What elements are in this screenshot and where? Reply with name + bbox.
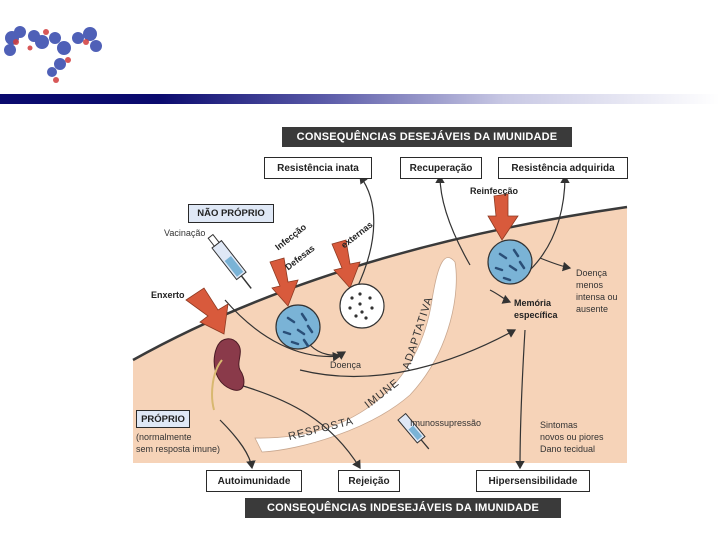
label-milder-1: Doença xyxy=(576,268,608,278)
kidney-graft xyxy=(211,338,245,411)
arrow-innate xyxy=(355,175,375,291)
label-symptoms-1: Sintomas xyxy=(540,420,578,430)
header-bar xyxy=(0,94,720,104)
label-memory-1: Memória xyxy=(514,298,552,308)
label-vaccination: Vacinação xyxy=(164,228,206,238)
banner-desired: CONSEQUÊNCIAS DESEJÁVEIS DA IMUNIDADE xyxy=(282,127,572,147)
microbe-cell-blue-2 xyxy=(487,239,533,285)
arrow-hyper xyxy=(515,329,526,470)
adaptive-response-band xyxy=(254,257,457,453)
box-innate-resistance: Resistência inata xyxy=(264,157,372,179)
label-milder-2: menos xyxy=(576,280,604,290)
arrow-memory-loop xyxy=(299,329,517,378)
red-arrow-defenses xyxy=(331,239,361,289)
red-arrow-reinfection xyxy=(487,193,519,241)
label-memory-2: específica xyxy=(514,310,558,320)
syringe-immunosuppression xyxy=(397,412,430,450)
label-graft: Enxerto xyxy=(151,290,185,300)
arrow-graft-kidney xyxy=(239,384,361,470)
label-symptoms-3: Dano tecidual xyxy=(540,444,596,454)
label-symptoms-2: novos ou piores xyxy=(540,432,604,442)
arrow-to-disease xyxy=(309,344,347,360)
label-self-note-1: (normalmente xyxy=(136,432,192,442)
red-arrow-graft xyxy=(185,287,229,335)
box-hypersensitivity: Hipersensibilidade xyxy=(476,470,590,492)
syringe-vaccine xyxy=(207,233,252,289)
red-arrow-infection xyxy=(269,257,299,307)
label-immunosuppression: Imunossupressão xyxy=(410,418,482,428)
label-self-note-2: sem resposta imune) xyxy=(136,444,221,454)
arrow-milder xyxy=(539,257,572,272)
box-rejection: Rejeição xyxy=(338,470,400,492)
arrow-vaccine xyxy=(224,299,342,362)
label-milder-3: intensa ou xyxy=(576,292,618,302)
microbe-cell-white xyxy=(339,283,385,329)
box-acquired-resistance: Resistência adquirida xyxy=(498,157,628,179)
arrow-recovery xyxy=(435,174,471,266)
banner-undesired: CONSEQUÊNCIAS INDESEJÁVEIS DA IMUNIDADE xyxy=(245,498,561,518)
tag-self: PRÓPRIO xyxy=(136,410,190,428)
logo-image xyxy=(0,8,110,88)
arrow-acquired xyxy=(529,174,570,271)
box-autoimmunity: Autoimunidade xyxy=(206,470,302,492)
arrow-to-memory xyxy=(489,289,512,304)
box-recovery: Recuperação xyxy=(400,157,482,179)
tag-non-self: NÃO PRÓPRIO xyxy=(188,204,274,223)
microbe-cell-blue-1 xyxy=(275,304,321,350)
label-disease: Doença xyxy=(330,360,362,370)
arrow-self-auto xyxy=(219,419,256,470)
label-milder-4: ausente xyxy=(576,304,609,314)
label-reinfection: Reinfecção xyxy=(470,186,519,196)
